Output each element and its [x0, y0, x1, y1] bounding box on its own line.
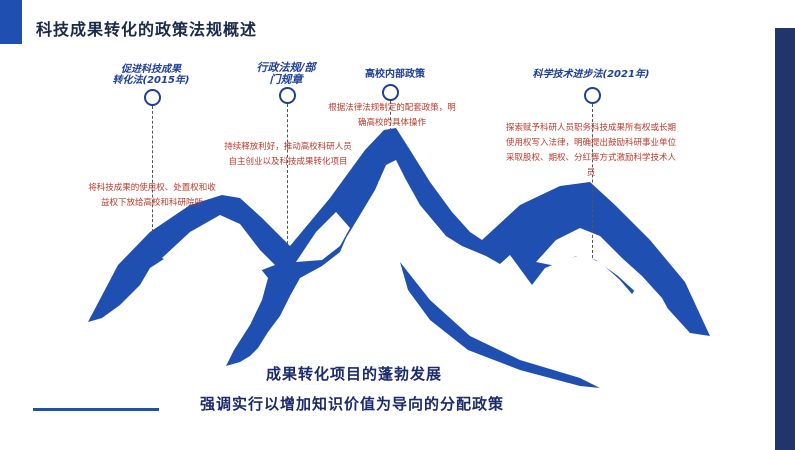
- policy-heading-2-line1: 行政法规/部: [256, 61, 316, 74]
- summary-line-1: 成果转化项目的蓬勃发展: [266, 365, 443, 383]
- timeline-node-2: [279, 87, 296, 104]
- mountain-highlight: [378, 170, 530, 326]
- timeline-node-3: [382, 84, 399, 101]
- policy-heading-4: 科学技术进步法(2021年): [516, 69, 666, 80]
- policy-heading-1: 促进科技成果 转化法(2015年): [106, 64, 196, 86]
- right-accent-gap: [775, 0, 795, 28]
- timeline-line-2: [287, 104, 288, 244]
- timeline-node-1: [144, 89, 161, 106]
- mountain-highlight: [296, 212, 350, 262]
- policy-heading-3: 高校内部政策: [350, 69, 440, 80]
- bottom-accent-bar: [33, 408, 159, 411]
- timeline-line-4: [592, 104, 593, 258]
- policy-desc-4: 探索赋予科研人员职务科技成果所有权或长期使用权写入法律，明确提出鼓励科研事业单位…: [505, 123, 676, 178]
- policy-heading-4-line1: 科学技术进步法(2021年): [532, 69, 650, 80]
- timeline-line-1: [152, 106, 153, 232]
- policy-desc-2: 持续释放利好，推动高校科研人员自主创业以及科技成果转化项目: [224, 142, 352, 167]
- timeline-node-4: [584, 87, 601, 104]
- mountain-highlight: [536, 228, 674, 320]
- page-title: 科技成果转化的政策法规概述: [36, 20, 258, 39]
- left-accent-bar: [0, 0, 22, 44]
- summary-line-2: 强调实行以增加知识价值为导向的分配政策: [200, 395, 505, 413]
- timeline-line-3: [390, 101, 391, 131]
- policy-heading-2: 行政法规/部 门规章: [246, 62, 326, 86]
- policy-desc-1: 将科技成果的使用权、处置权和收益权下放给高校和科研院所: [88, 183, 216, 208]
- policy-desc-3: 根据法律法规制定的配套政策，明确高校的具体操作: [328, 103, 456, 128]
- policy-heading-3-line1: 高校内部政策: [365, 69, 425, 80]
- policy-heading-1-line2: 转化法(2015年): [112, 75, 190, 86]
- policy-heading-2-line2: 门规章: [269, 73, 303, 86]
- mountain-base: [400, 262, 600, 388]
- right-accent-bar: [775, 0, 795, 450]
- policy-heading-1-line1: 促进科技成果: [121, 64, 181, 75]
- mountain-highlight: [162, 215, 275, 270]
